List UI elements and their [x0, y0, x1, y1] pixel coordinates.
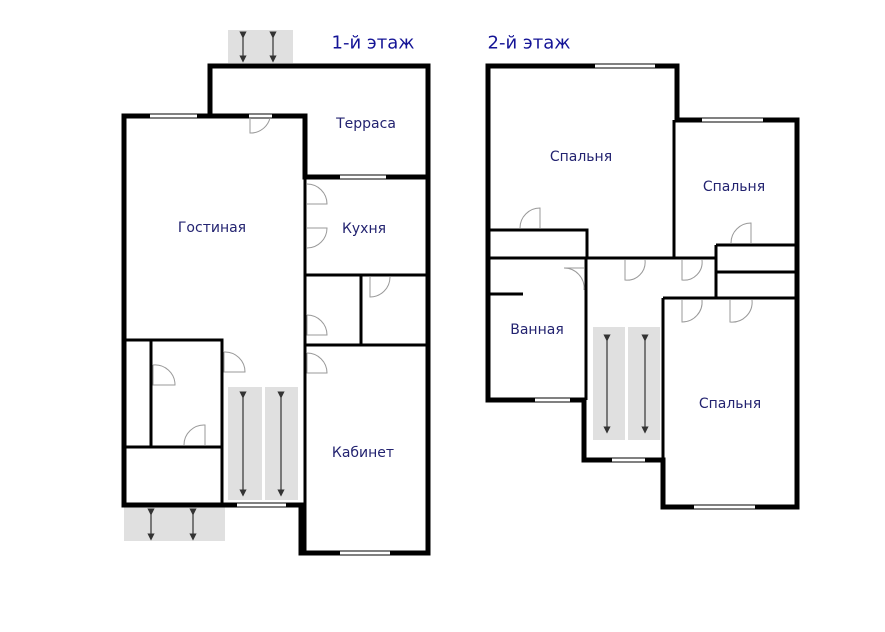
room-label-kitchen: Кухня: [341, 221, 387, 237]
room-label-living-room: Гостиная: [177, 220, 247, 236]
room-label-bathroom: Ванная: [510, 322, 564, 338]
floor-2-plan: [485, 63, 800, 510]
floor-2-title: 2-й этаж: [487, 32, 571, 54]
floor-1-title: 1-й этаж: [331, 32, 415, 54]
stair-patch: [228, 30, 293, 63]
staircase: [593, 327, 625, 440]
staircase: [628, 327, 660, 440]
room-label-bedroom-2: Спальня: [702, 179, 766, 195]
room-label-study: Кабинет: [331, 445, 395, 461]
room-label-bedroom-3: Спальня: [698, 396, 762, 412]
floor-1-plan: [121, 30, 431, 556]
staircase: [228, 387, 262, 500]
room-label-terrace: Терраса: [336, 116, 396, 132]
room-label-bedroom-1: Спальня: [549, 149, 613, 165]
stair-patch: [124, 507, 225, 541]
